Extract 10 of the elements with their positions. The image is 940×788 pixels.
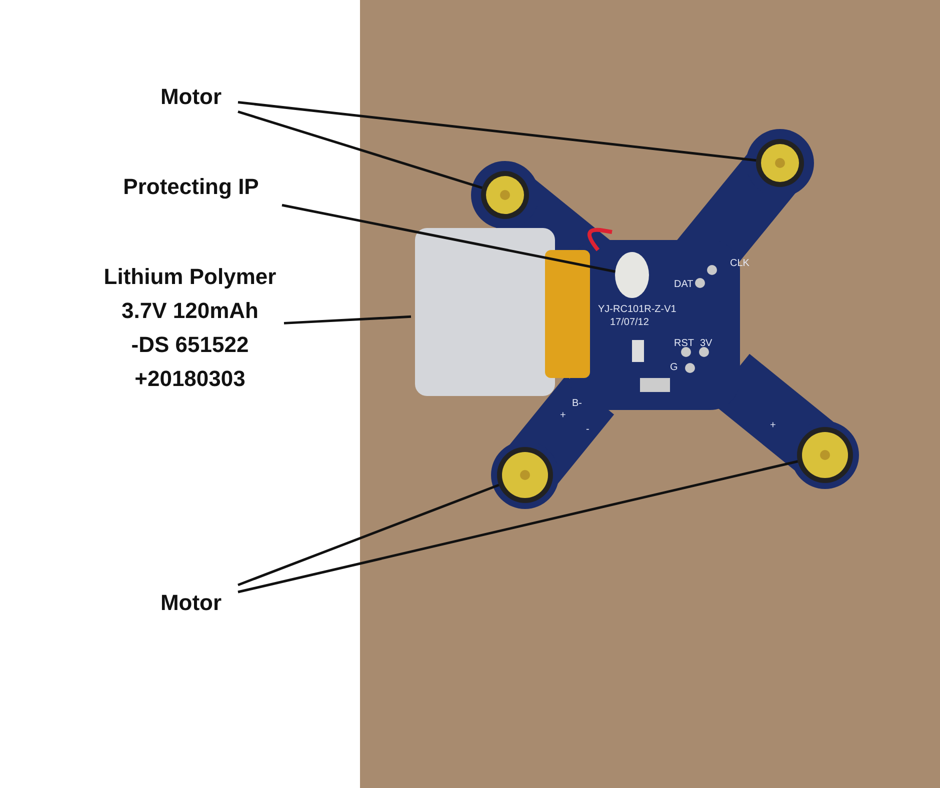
board-marking: + <box>770 420 776 431</box>
board-marking: RST <box>674 338 694 349</box>
board-marking: 17/07/12 <box>610 317 649 328</box>
board-marking: - <box>586 424 590 435</box>
board-marking: + <box>560 410 566 421</box>
board-marking: G <box>670 362 678 373</box>
board-marking: DAT <box>674 279 694 290</box>
board-marking: B- <box>572 398 582 409</box>
board-marking: 3V <box>700 338 712 349</box>
board-marking: YJ-RC101R-Z-V1 <box>598 304 676 315</box>
